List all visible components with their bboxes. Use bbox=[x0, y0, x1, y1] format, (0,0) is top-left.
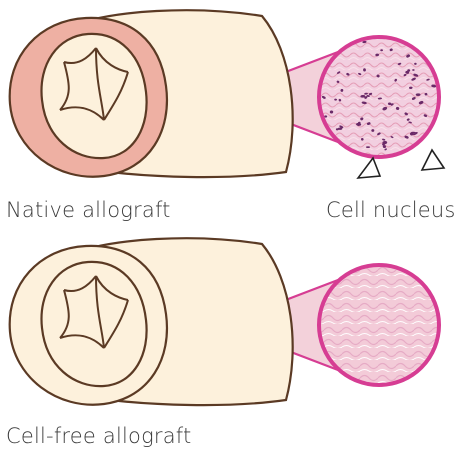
cell-free-allograft-illustration bbox=[10, 238, 439, 405]
nucleus-arrowhead-right bbox=[422, 150, 444, 170]
cell-nucleus-label: Cell nucleus bbox=[326, 198, 456, 222]
cell-nucleus bbox=[366, 146, 370, 148]
nucleus-arrowhead-left bbox=[358, 158, 380, 178]
native-allograft-illustration bbox=[10, 10, 444, 178]
valve-lumen-top bbox=[41, 34, 146, 158]
valve-lumen-bottom bbox=[41, 262, 146, 386]
cell-free-allograft-label: Cell-free allograft bbox=[6, 424, 191, 448]
cell-nucleus bbox=[371, 129, 374, 132]
native-allograft-label: Native allograft bbox=[6, 198, 171, 222]
